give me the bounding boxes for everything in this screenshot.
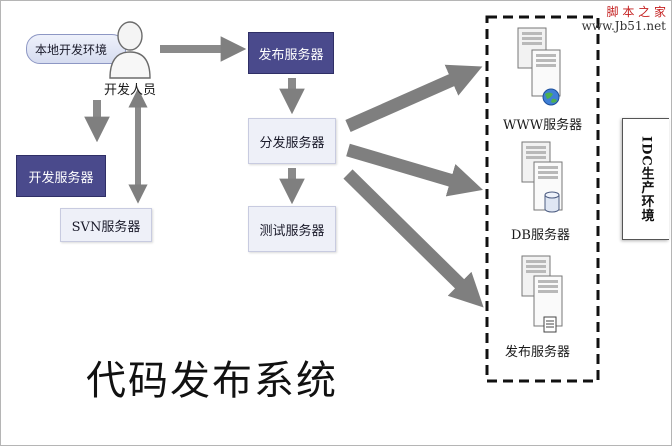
publish-server-box: 发布服务器 bbox=[248, 32, 334, 74]
watermark-line1: 脚 本 之 家 bbox=[606, 5, 666, 19]
diagram-title: 代码发布系统 bbox=[86, 358, 338, 404]
watermark-line2: www.Jb51.net bbox=[581, 19, 666, 33]
arrow-to-db-server bbox=[346, 143, 483, 197]
arrow-to-publish-server bbox=[343, 169, 484, 308]
dev-server-box: 开发服务器 bbox=[16, 155, 106, 197]
local-dev-env-label: 本地开发环境 bbox=[35, 42, 108, 57]
svn-server-label: SVN服务器 bbox=[71, 219, 141, 235]
distribution-server-label: 分发服务器 bbox=[259, 135, 325, 151]
developer-label: 开发人员 bbox=[104, 83, 157, 98]
db-server-label: DB服务器 bbox=[511, 228, 570, 243]
dev-server-label: 开发服务器 bbox=[28, 170, 94, 186]
arrow-to-www-server bbox=[345, 64, 483, 132]
publish-server-label: 发布服务器 bbox=[258, 47, 324, 63]
local-dev-env-box: 本地开发环境 bbox=[26, 34, 126, 64]
test-server-box: 测试服务器 bbox=[248, 206, 336, 252]
idc-label-box: IDC生产环境 bbox=[622, 118, 669, 240]
www-server-label: WWW服务器 bbox=[503, 118, 583, 133]
idc-label: IDC生产环境 bbox=[638, 135, 654, 223]
idc-publish-server-label: 发布服务器 bbox=[505, 345, 571, 360]
test-server-label: 测试服务器 bbox=[259, 223, 325, 239]
distribution-server-box: 分发服务器 bbox=[248, 118, 336, 164]
svn-server-box: SVN服务器 bbox=[60, 208, 152, 242]
idc-boundary bbox=[485, 15, 600, 383]
